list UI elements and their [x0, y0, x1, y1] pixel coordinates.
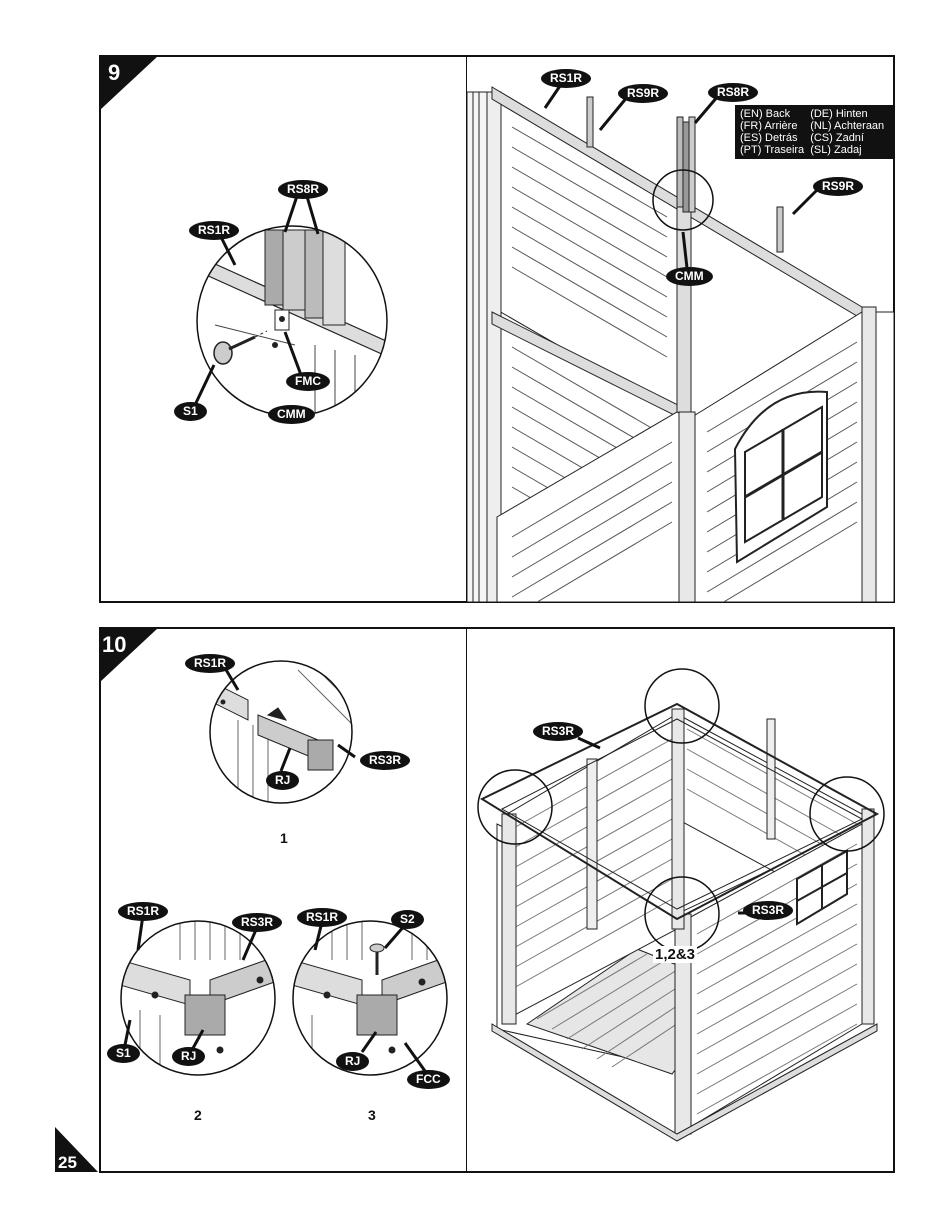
step-9-overview-label-rs8r: RS8R	[708, 83, 759, 102]
legend-row: (EN) Back (DE) Hinten	[740, 108, 890, 120]
legend-row: (PT) Traseira (SL) Zadaj	[740, 144, 890, 156]
step-9-overview-illustration	[467, 86, 894, 602]
legend-entry: (DE) Hinten	[810, 108, 868, 120]
step-10-sub1-label-rj: RJ	[266, 771, 300, 790]
step-10-sub2-label-rs3r: RS3R	[232, 913, 283, 932]
legend-entry: (PT) Traseira	[740, 144, 805, 156]
step-10-sub3-label-rj: RJ	[336, 1052, 370, 1071]
legend-entry: (ES) Detrás	[740, 132, 798, 144]
step-9-direction-legend: (EN) Back (DE) Hinten (FR) Arrière (NL) Ac…	[735, 105, 896, 159]
legend-row: (FR) Arrière (NL) Achteraan	[740, 120, 890, 132]
step-10-sub3-label-s2: S2	[391, 910, 424, 929]
step-10-overview-label-rs3r-a: RS3R	[533, 722, 584, 741]
step-9-overview-label-cmm: CMM	[666, 267, 713, 286]
step-9-overview-label-rs1r: RS1R	[541, 69, 592, 88]
legend-entry: (FR) Arrière	[740, 120, 798, 132]
step-9-number: 9	[108, 60, 121, 85]
legend-entry: (NL) Achteraan	[810, 120, 885, 132]
step-9-label-cmm: CMM	[268, 405, 315, 424]
step-10-sub3-label-fcc: FCC	[407, 1070, 450, 1089]
step-9-label-rs1r: RS1R	[189, 221, 240, 240]
step-10-sub2-label-rs1r: RS1R	[118, 902, 169, 921]
step-10-sub2-caption: 2	[194, 1107, 202, 1123]
legend-entry: (EN) Back	[740, 108, 791, 120]
step-10-sub1-caption: 1	[280, 830, 288, 846]
page-number: 25	[58, 1153, 77, 1172]
step-10-sub3-label-rs1r: RS1R	[297, 908, 348, 927]
page-number-marker	[55, 1127, 98, 1172]
step-9-overview-label-rs9r-b: RS9R	[813, 177, 864, 196]
legend-entry: (SL) Zadaj	[810, 144, 862, 156]
step-10-sub3-caption: 3	[368, 1107, 376, 1123]
step-9-detail-illustration	[196, 225, 388, 417]
step-9-label-rs8r: RS8R	[278, 180, 329, 199]
step-10-overview-label-rs3r-b: RS3R	[743, 901, 794, 920]
step-10-sub2-label-s1: S1	[107, 1044, 140, 1063]
step-10-sub3-illustration	[292, 920, 448, 1076]
step-9-corner-marker	[100, 56, 158, 110]
step-9-label-fmc: FMC	[286, 372, 330, 391]
step-10-sub2-label-rj: RJ	[172, 1047, 206, 1066]
legend-row: (ES) Detrás (CS) Zadní	[740, 132, 890, 144]
step-9-overview-label-rs9r-a: RS9R	[618, 84, 669, 103]
step-10-divider	[466, 628, 467, 1172]
step-10-sub1-label-rs3r: RS3R	[360, 751, 411, 770]
step-9-divider	[466, 56, 467, 602]
legend-entry: (CS) Zadní	[810, 132, 864, 144]
step-10-number: 10	[102, 632, 127, 657]
step-10-corner-marker	[100, 628, 158, 682]
step-10-sub1-label-rs1r: RS1R	[185, 654, 236, 673]
step-9-label-s1: S1	[174, 402, 207, 421]
step-10-overview-substeps-label: 1,2&3	[653, 946, 698, 963]
